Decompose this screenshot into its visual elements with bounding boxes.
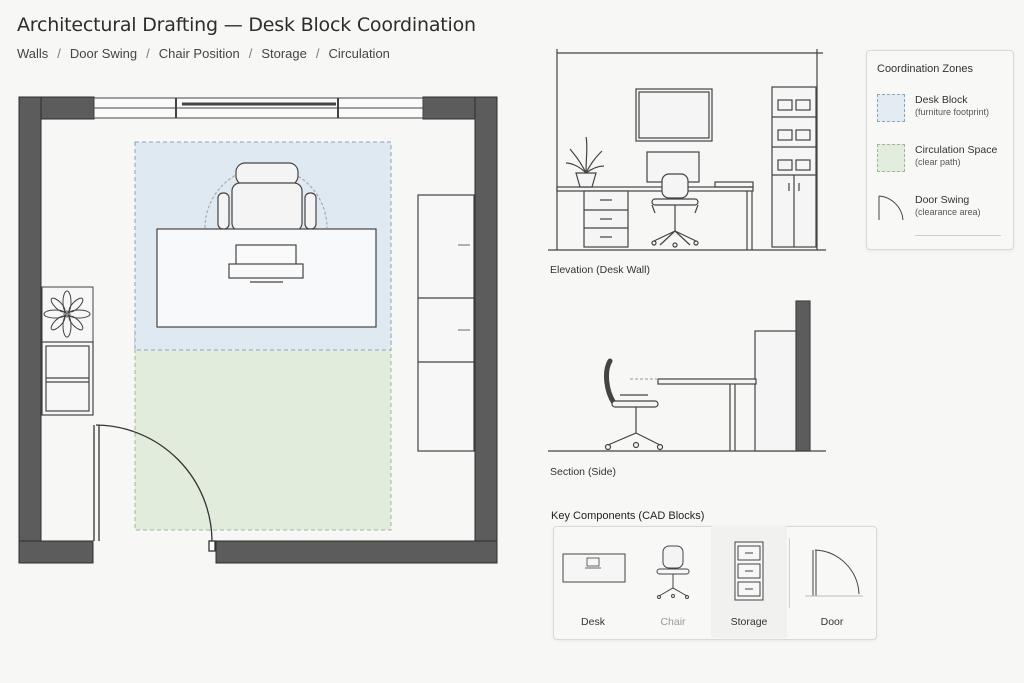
component-label: Door — [820, 616, 844, 628]
desk-plan — [156, 228, 377, 328]
legend-divider — [915, 235, 1001, 236]
legend-title: Coordination Zones — [877, 63, 974, 75]
legend-name: Desk Block — [915, 94, 968, 106]
elevation-desk-wall[interactable] — [540, 45, 830, 260]
tab-storage[interactable]: Storage — [261, 46, 307, 61]
legend-item-desk-block[interactable]: Desk Block (furniture footprint) — [877, 94, 989, 122]
component-divider — [789, 538, 790, 608]
window — [93, 97, 424, 119]
floor-plan[interactable] — [0, 0, 520, 683]
walls — [18, 96, 498, 564]
legend-name: Circulation Space — [915, 144, 998, 156]
door-swing-icon — [878, 195, 904, 221]
legend-name: Door Swing — [915, 194, 970, 206]
component-label: Chair — [660, 616, 686, 628]
coordination-zones-panel: Coordination Zones Desk Block (furniture… — [866, 50, 1014, 250]
breadcrumb-separator: / — [248, 46, 253, 61]
tab-walls[interactable]: Walls — [17, 46, 49, 61]
legend-sub: (clearance area) — [915, 207, 981, 217]
component-door[interactable]: Door — [791, 526, 873, 638]
breadcrumb-separator: / — [57, 46, 61, 61]
chair-icon — [656, 545, 690, 599]
breadcrumb-separator: / — [146, 46, 150, 61]
storage-icon — [734, 541, 764, 601]
door-icon — [805, 549, 863, 597]
legend-sub: (furniture footprint) — [915, 107, 990, 117]
tab-circulation[interactable]: Circulation — [328, 46, 390, 61]
component-storage[interactable]: Storage — [711, 526, 787, 638]
plant-plan — [41, 286, 94, 343]
key-components-title: Key Components (CAD Blocks) — [551, 510, 705, 522]
desk-block-swatch — [877, 94, 905, 122]
section-caption: Section (Side) — [550, 466, 616, 478]
circulation-swatch — [877, 144, 905, 172]
component-desk[interactable]: Desk — [553, 526, 633, 638]
tab-door-swing[interactable]: Door Swing — [69, 46, 138, 61]
component-label: Storage — [730, 616, 768, 628]
component-label: Desk — [581, 616, 605, 628]
desk-icon — [562, 553, 626, 583]
page-title: Architectural Drafting — Desk Block Coor… — [17, 14, 476, 36]
legend-item-circulation-space[interactable]: Circulation Space (clear path) — [877, 144, 997, 172]
legend-sub: (clear path) — [915, 157, 961, 167]
tab-chair-position[interactable]: Chair Position — [158, 46, 240, 61]
key-components: Key Components (CAD Blocks) Desk Chair — [551, 510, 877, 640]
door-swing — [93, 424, 216, 552]
circulation-zone — [134, 329, 392, 531]
elevation-caption: Elevation (Desk Wall) — [550, 264, 650, 276]
component-chair[interactable]: Chair — [637, 526, 709, 638]
storage-plan — [417, 194, 475, 452]
section-side[interactable] — [540, 295, 830, 460]
breadcrumb: Walls / Door Swing / Chair Position / St… — [17, 46, 390, 61]
cabinet-plan — [41, 341, 94, 416]
breadcrumb-separator: / — [315, 46, 320, 61]
legend-item-door-swing[interactable]: Door Swing (clearance area) — [877, 194, 981, 222]
